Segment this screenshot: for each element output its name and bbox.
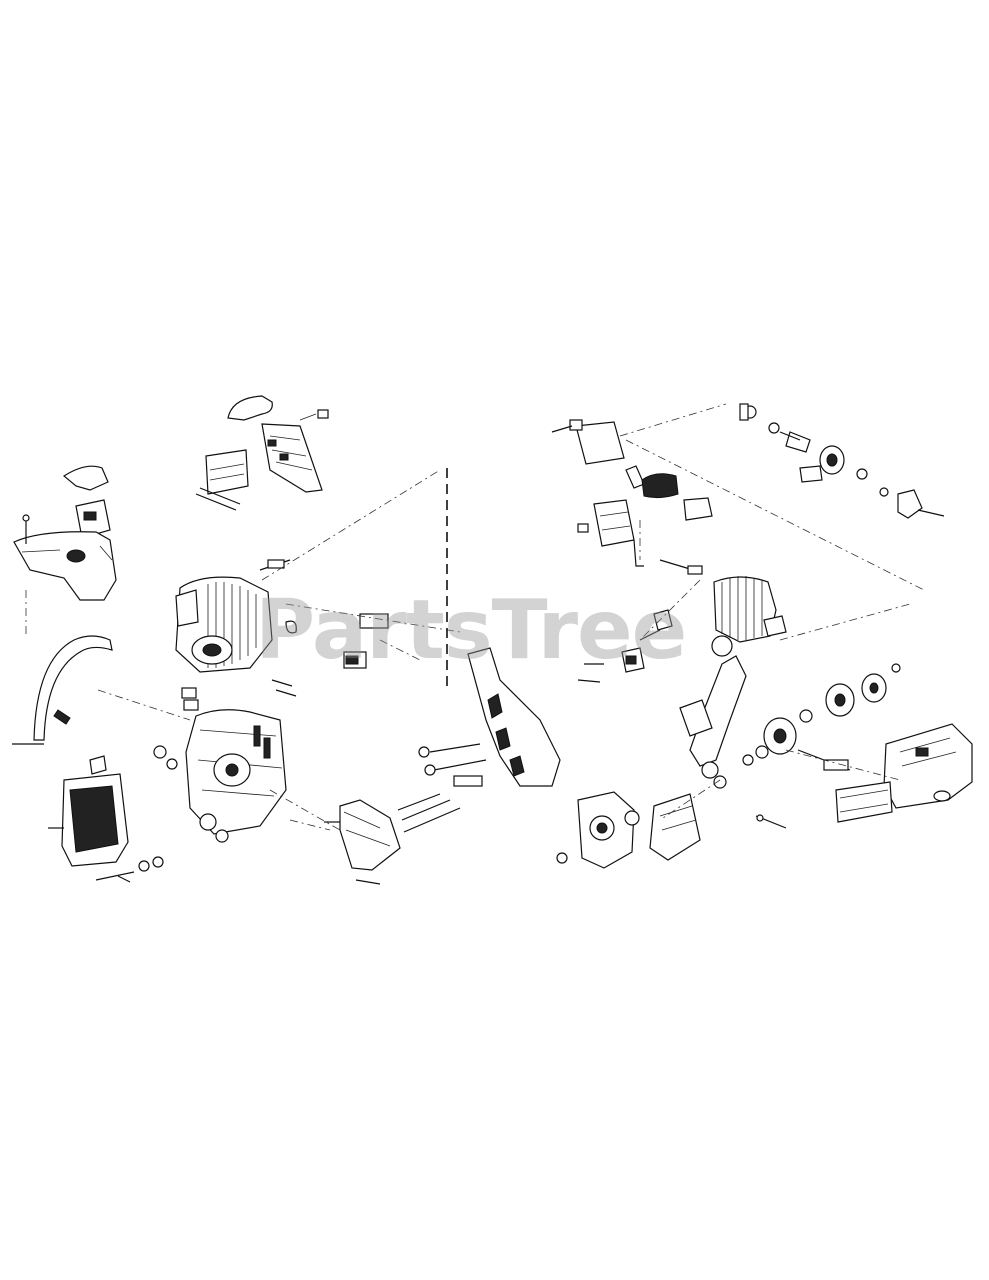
- flywheel-part: [739, 403, 945, 519]
- rear-handle-part: [13, 465, 117, 601]
- crankshaft-part: [679, 655, 901, 789]
- cylinder-right-part: [659, 559, 787, 657]
- air-filter-cover-part: [195, 395, 329, 511]
- right-exploded-assembly: [551, 403, 973, 869]
- oil-pump-part: [556, 791, 787, 869]
- left-exploded-assembly: [12, 395, 561, 885]
- crankcase-part: [153, 709, 287, 843]
- engine-cylinder-part: [175, 559, 291, 673]
- carburetor-parts: [181, 613, 389, 711]
- front-handle-part: [12, 635, 113, 745]
- diagram-svg: [12, 395, 973, 885]
- air-filter-box-part: [551, 419, 645, 489]
- clutch-cover-part: [324, 647, 561, 885]
- filter-element-part: [641, 473, 713, 521]
- guide-bar-part: [835, 723, 973, 823]
- muffler-guard-part: [48, 755, 164, 883]
- exploded-parts-diagram: [0, 280, 989, 900]
- piston-parts: [577, 609, 673, 683]
- carburetor-part: [577, 499, 644, 567]
